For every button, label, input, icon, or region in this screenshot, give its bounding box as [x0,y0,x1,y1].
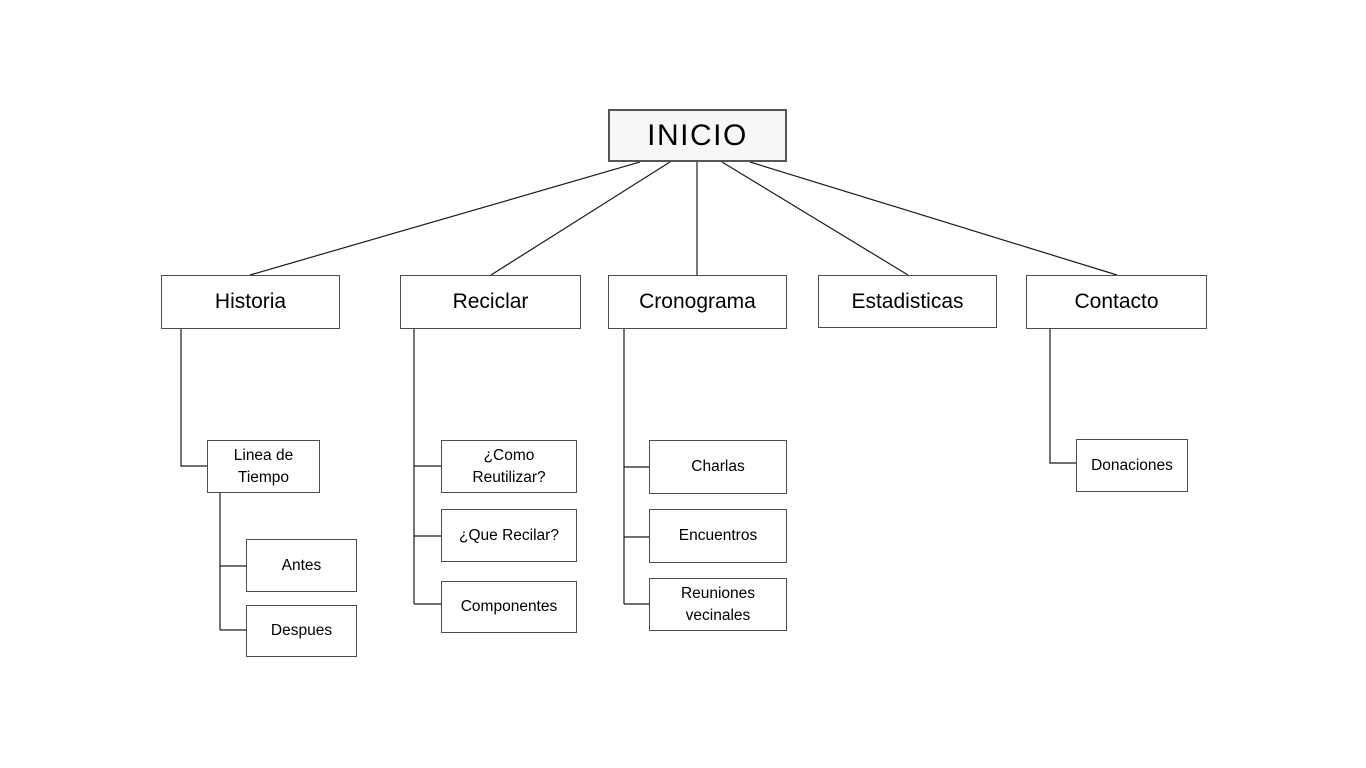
connector-historia-linea-de-tiempo [180,329,207,467]
node-inicio[interactable]: INICIO [608,109,787,162]
node-reciclar-label: Reciclar [452,290,529,313]
node-contacto[interactable]: Contacto [1026,275,1207,329]
node-estadisticas-label: Estadisticas [851,289,964,313]
connector-inicio-contacto [749,161,1118,276]
node-donaciones[interactable]: Donaciones [1076,439,1188,492]
node-charlas-label: Charlas [691,458,745,476]
node-inicio-label: INICIO [647,118,748,152]
node-despues[interactable]: Despues [246,605,357,657]
node-cronograma[interactable]: Cronograma [608,275,787,329]
connector-inicio-reciclar [490,161,671,276]
node-despues-label: Despues [270,622,333,640]
node-charlas[interactable]: Charlas [649,440,787,494]
node-que-recilar[interactable]: ¿Que Recilar? [441,509,577,562]
node-reuniones-vecinales[interactable]: Reuniones vecinales [649,578,787,631]
node-reuniones-vecinales-label: Reuniones vecinales [680,585,756,624]
node-historia-label: Historia [214,290,287,313]
node-donaciones-label: Donaciones [1091,456,1173,474]
node-como-reutilizar[interactable]: ¿Como Reutilizar? [441,440,577,493]
connector-inicio-historia [249,161,641,276]
node-encuentros-label: Encuentros [678,527,758,545]
node-historia[interactable]: Historia [161,275,340,329]
node-que-recilar-label: ¿Que Recilar? [459,526,559,544]
node-reciclar[interactable]: Reciclar [400,275,581,329]
connector-contacto-donaciones [1049,329,1076,464]
node-componentes[interactable]: Componentes [441,581,577,633]
node-linea-de-tiempo[interactable]: Linea de Tiempo [207,440,320,493]
node-contacto-label: Contacto [1074,290,1159,313]
node-antes-label: Antes [281,556,322,574]
node-como-reutilizar-label: ¿Como Reutilizar? [472,447,546,486]
connector-inicio-estadisticas [721,161,909,276]
node-cronograma-label: Cronograma [639,290,756,313]
node-antes[interactable]: Antes [246,539,357,592]
node-componentes-label: Componentes [460,598,558,616]
node-linea-de-tiempo-label: Linea de Tiempo [233,447,294,486]
node-encuentros[interactable]: Encuentros [649,509,787,563]
node-estadisticas[interactable]: Estadisticas [818,275,997,328]
